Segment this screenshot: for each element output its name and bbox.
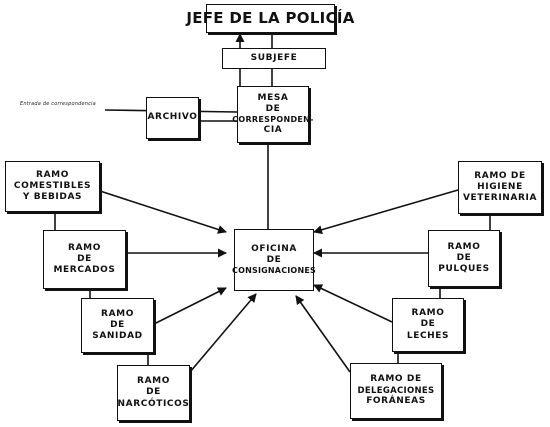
archivo-box: ARCHIVO [146, 97, 199, 139]
sanidad-label-1: RAMO [101, 308, 134, 319]
narcoticos-label-2: DE [146, 387, 161, 398]
pulques-label-1: RAMO [447, 241, 481, 252]
comestibles-label-2: COMESTIBLES [13, 180, 92, 191]
sanidad-label-3: SANIDAD [92, 331, 143, 342]
mercados-label-2: DE [77, 253, 92, 264]
leches-label-2: DE [420, 319, 436, 330]
sanidad-label-2: DE [110, 319, 125, 330]
leches-box: RAMO DE LECHES [392, 298, 464, 352]
comestibles-label-1: RAMO [36, 169, 69, 180]
mercados-box: RAMO DE MERCADOS [43, 230, 126, 289]
narcoticos-label-3: NARCÓTICOS [117, 398, 190, 409]
arrow-narcoticos [189, 293, 257, 373]
pulques-label-3: PULQUES [438, 264, 490, 275]
mercados-label-1: RAMO [68, 242, 101, 253]
oficina-label-1: OFICINA [251, 243, 297, 254]
higiene-box: RAMO DE HIGIENE VETERINARIA [458, 161, 542, 214]
mesa-box: MESA DE CORRESPONDEN- CIA [232, 86, 314, 143]
delegaciones-box: RAMO DE DELEGACIONES FORÁNEAS [350, 363, 442, 419]
comestibles-box: RAMO COMESTIBLES Y BEBIDAS [5, 161, 100, 212]
arrow-leches [313, 284, 393, 323]
delegaciones-label-2: DELEGACIONES [357, 385, 435, 396]
oficina-box: OFICINA DE CONSIGNACIONES [232, 229, 316, 291]
arrow-higiene [313, 189, 459, 235]
oficina-label-3: CONSIGNACIONES [232, 266, 316, 276]
jefe-box: JEFE DE LA POLICÍA [186, 4, 354, 33]
pulques-label-2: DE [456, 252, 472, 263]
mesa-label-1: MESA [257, 92, 289, 103]
arrow-sanidad [153, 287, 227, 325]
higiene-label-3: VETERINARIA [462, 193, 538, 204]
jefe-label: JEFE DE LA POLICÍA [186, 9, 355, 28]
sanidad-box: RAMO DE SANIDAD [81, 298, 154, 353]
comestibles-label-3: Y BEBIDAS [22, 192, 83, 203]
subjefe-box: SUBJEFE [222, 48, 326, 69]
archivo-label: ARCHIVO [147, 112, 198, 123]
delegaciones-label-3: FORÁNEAS [366, 396, 426, 407]
narcoticos-box: RAMO DE NARCÓTICOS [117, 365, 190, 421]
leches-label-3: LECHES [406, 330, 450, 341]
narcoticos-label-1: RAMO [137, 376, 170, 387]
entrada-correspondencia-note: Entrada de correspondencia [20, 101, 96, 107]
delegaciones-label-1: RAMO DE [370, 374, 422, 385]
oficina-label-2: DE [266, 255, 282, 265]
higiene-label-1: RAMO DE [474, 170, 526, 181]
pulques-box: RAMO DE PULQUES [428, 230, 500, 287]
higiene-label-2: HIGIENE [477, 181, 523, 192]
mercados-label-3: MERCADOS [53, 265, 116, 276]
mesa-label-2: DE [265, 103, 281, 114]
subjefe-label: SUBJEFE [250, 52, 298, 63]
mesa-label-3: CORRESPONDEN- [232, 115, 314, 125]
leches-label-1: RAMO [411, 308, 445, 319]
arrow-delegaciones [295, 295, 351, 373]
mesa-label-4: CIA [263, 125, 283, 136]
arrow-comestibles [99, 190, 227, 234]
